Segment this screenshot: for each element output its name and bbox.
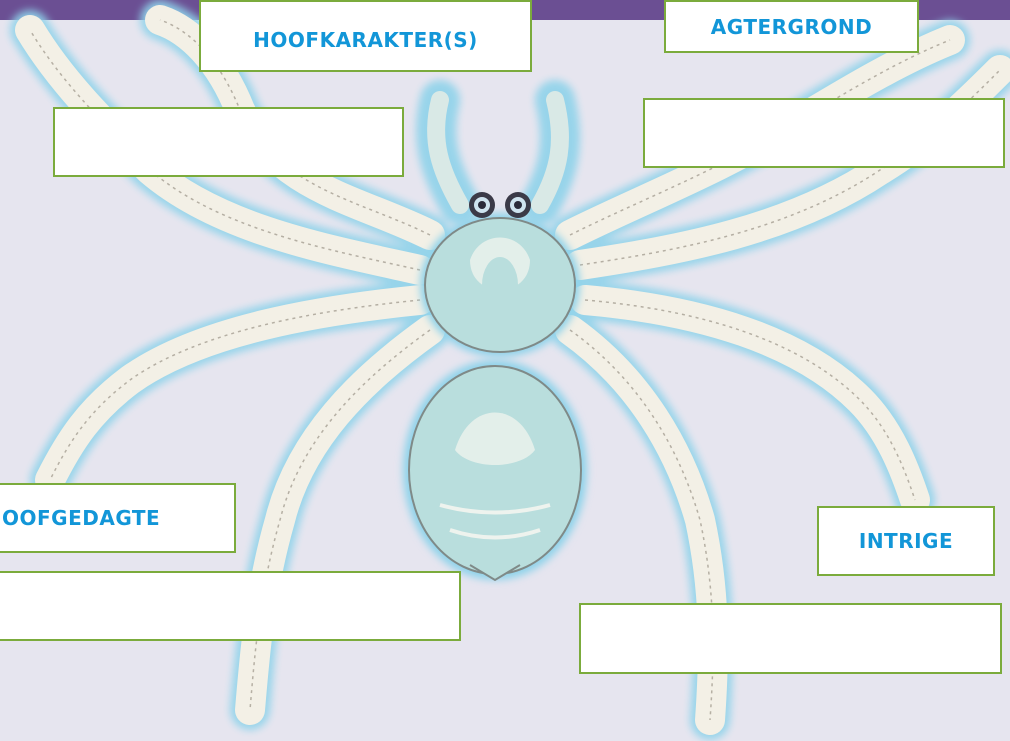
main-characters-answer-box[interactable] [53,107,404,177]
setting-label: AGTERGROND [664,0,919,53]
theme-label: OOFGEDAGTE [0,483,236,553]
theme-answer-box[interactable] [0,571,461,641]
plot-label: INTRIGE [817,506,995,576]
main-characters-label: HOOFKARAKTER(S) [199,0,532,72]
plot-answer-box[interactable] [579,603,1002,674]
setting-answer-box[interactable] [643,98,1005,168]
